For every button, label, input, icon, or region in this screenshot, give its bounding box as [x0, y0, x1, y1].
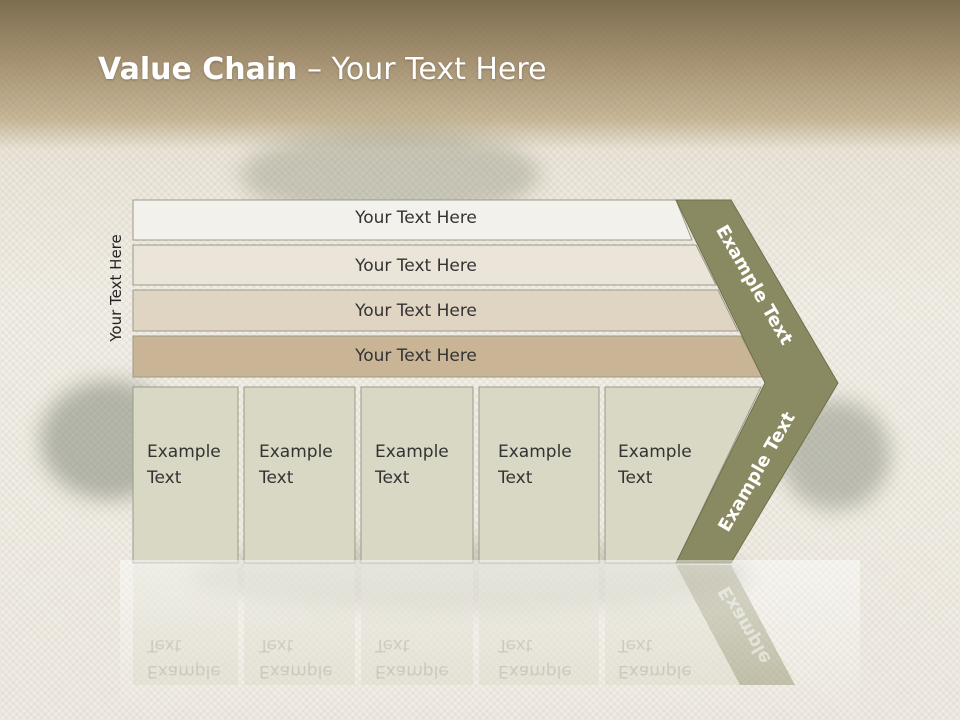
row-bar[interactable]	[132, 244, 717, 286]
activity-box[interactable]	[360, 386, 474, 564]
row-label: Your Text Here	[355, 256, 477, 276]
row-label: Your Text Here	[355, 301, 477, 321]
slide-title: Value Chain – Your Text Here	[98, 52, 547, 87]
row-label: Your Text Here	[355, 208, 477, 228]
title-bold: Value Chain	[98, 52, 298, 87]
activity-box[interactable]	[243, 386, 356, 564]
title-rest: – Your Text Here	[297, 52, 547, 87]
row-bar[interactable]	[132, 199, 693, 241]
activity-box[interactable]	[478, 386, 600, 564]
row-label: Your Text Here	[355, 346, 477, 366]
row-bar[interactable]	[132, 289, 739, 332]
